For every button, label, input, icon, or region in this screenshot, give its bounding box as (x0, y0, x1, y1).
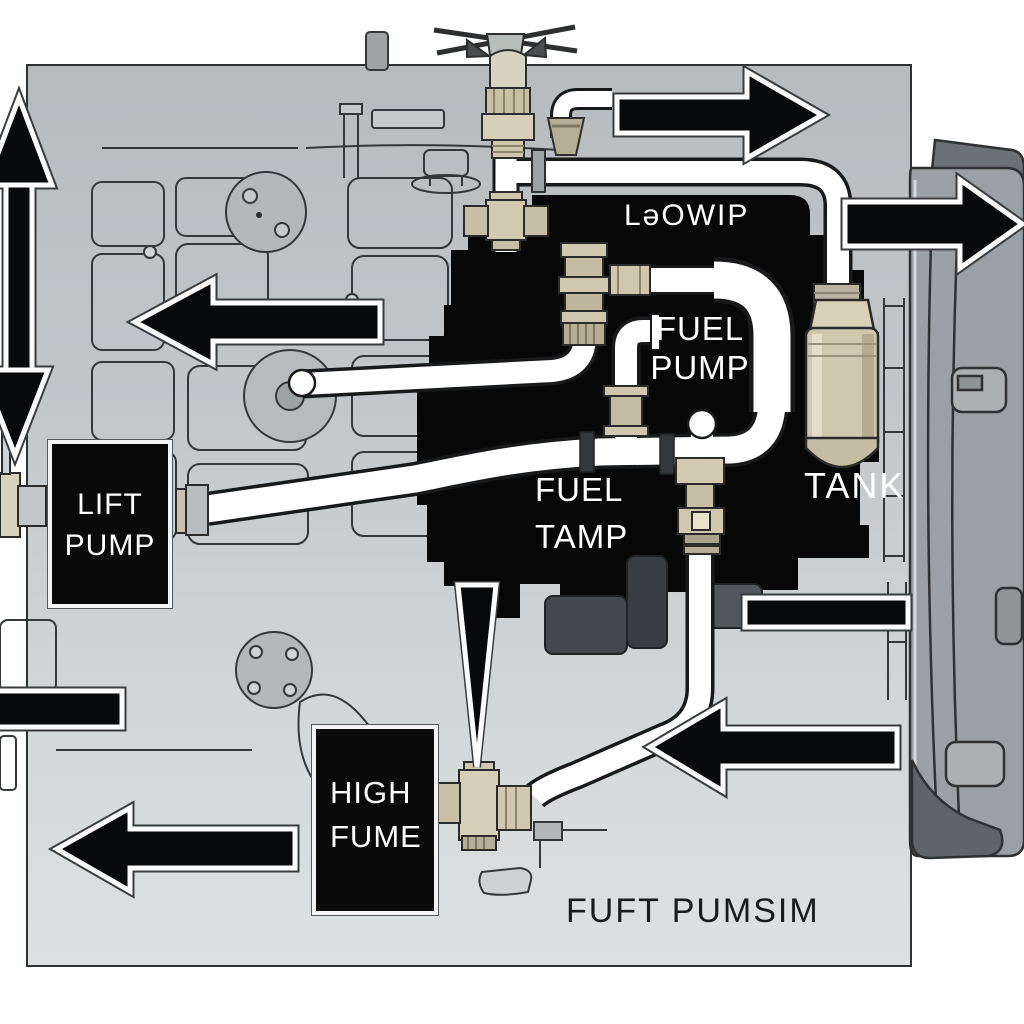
shutoff-valve (433, 24, 586, 159)
lift-pump-line1: LIFT (77, 488, 143, 521)
label-lowip: LəOWIP (624, 199, 750, 232)
flow-arrow-left-bottom-icon (47, 800, 300, 899)
label-fuel-tamp-line2: TAMP (535, 518, 629, 555)
lift-pump-line2: PUMP (64, 529, 156, 562)
diagram-caption: FUFT PUMSIM (566, 892, 820, 930)
flow-arrows (0, 64, 1024, 899)
flow-arrow-up-down-icon (0, 85, 59, 468)
pipe-fittings (0, 191, 861, 851)
flow-arrow-right-top-icon (612, 64, 832, 166)
flow-arrow-left-mid-icon (125, 272, 385, 372)
high-fume-box: HIGH FUME (312, 725, 438, 915)
flow-wedge-down-icon (453, 581, 501, 768)
label-fuel-tamp: FUEL TAMP (535, 473, 628, 567)
flow-bar-right-icon (740, 593, 913, 632)
lift-pump-box: LIFT PUMP (48, 440, 172, 608)
label-fuel-pump-line2: PUMP (650, 349, 750, 386)
flow-arrow-right-edge-icon (840, 171, 1024, 277)
fuel-filter (804, 298, 880, 469)
label-fuel-tamp-line1: FUEL (535, 471, 624, 508)
high-fume-line2: FUME (330, 819, 422, 854)
label-fuel-pump: FUEL PUMP (630, 312, 770, 390)
label-tank: TANK (804, 465, 906, 506)
label-fuel-pump-line1: FUEL (655, 310, 745, 347)
engine-flywheel (908, 138, 1024, 860)
flow-bar-left-icon (0, 686, 127, 732)
flow-arrow-left-midright-icon (641, 696, 902, 799)
high-fume-line1: HIGH (330, 775, 412, 810)
engine-lineart (0, 31, 907, 896)
